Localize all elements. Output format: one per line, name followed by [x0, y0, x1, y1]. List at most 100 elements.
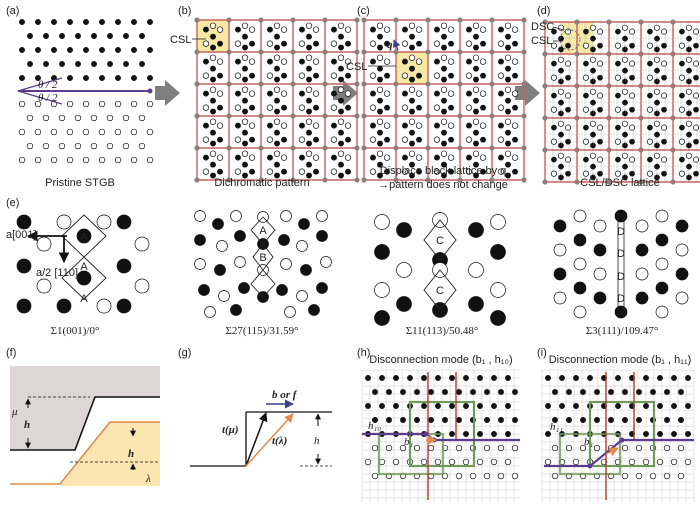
black-atom [647, 124, 653, 131]
white-atom [266, 168, 274, 175]
black-atom [338, 108, 344, 115]
black-atom [147, 47, 153, 53]
black-atom [267, 58, 273, 65]
panel-f: (f) μ h h λ [6, 347, 160, 486]
black-atom [313, 40, 319, 47]
white-atom [628, 92, 636, 99]
vector-t-mu [245, 412, 268, 467]
white-atom [204, 306, 216, 318]
black-atom [448, 136, 454, 143]
csl-node [457, 113, 463, 119]
black-atom [107, 33, 113, 39]
white-atom [678, 138, 686, 145]
black-atom [402, 122, 408, 129]
black-atom [558, 46, 564, 53]
black-atom [545, 431, 551, 437]
white-atom [684, 458, 692, 466]
white-atom [465, 72, 473, 79]
black-atom [299, 154, 305, 161]
black-atom [249, 40, 255, 47]
black-atom [379, 375, 385, 381]
white-atom [635, 267, 649, 281]
csl-node [361, 17, 367, 23]
white-atom [572, 458, 580, 466]
white-atom [146, 100, 154, 108]
panel-a-theta-lower: θ / 2 [38, 92, 58, 104]
white-atom [241, 118, 249, 125]
panel-e-sigma3-units: D D D D [617, 212, 625, 316]
white-atom [66, 156, 74, 164]
panel-h-step-label: h₁₀ [368, 420, 381, 432]
csl-node [194, 177, 200, 183]
black-atom [306, 33, 312, 40]
white-atom [692, 124, 700, 131]
black-atom [421, 403, 427, 409]
black-atom [655, 281, 669, 295]
black-atom [203, 58, 209, 65]
black-atom [583, 92, 589, 99]
black-atom [654, 131, 660, 138]
black-atom [59, 61, 65, 67]
black-atom [306, 140, 312, 147]
black-atom [622, 131, 628, 138]
white-atom [497, 40, 505, 47]
black-atom [661, 170, 667, 177]
black-atom [463, 375, 469, 381]
vector-t-mu-label: t(μ) [222, 424, 239, 436]
csl-node [670, 19, 676, 25]
black-atom [338, 97, 344, 104]
black-atom [434, 90, 440, 97]
black-atom [345, 40, 351, 47]
white-atom [320, 256, 332, 268]
unit-label-a: A [80, 293, 88, 305]
white-atom [202, 104, 210, 111]
black-atom [274, 140, 280, 147]
csl-node [354, 49, 360, 55]
white-atom [266, 136, 274, 143]
black-atom [597, 138, 603, 145]
black-atom [686, 142, 692, 149]
csl-node [489, 49, 495, 55]
white-atom [675, 243, 689, 257]
black-atom [551, 60, 557, 67]
black-atom [505, 44, 511, 51]
black-atom [409, 44, 415, 51]
white-atom [582, 138, 590, 145]
black-atom [473, 76, 479, 83]
white-atom [596, 28, 604, 35]
csl-node [290, 177, 296, 183]
black-atom [99, 75, 105, 81]
white-atom [90, 114, 98, 122]
white-atom [273, 118, 281, 125]
white-atom [589, 24, 597, 31]
white-atom [511, 444, 519, 452]
unit-label-a: A [259, 225, 267, 237]
csl-node [574, 51, 580, 57]
black-atom [498, 154, 504, 161]
black-atom [75, 61, 81, 67]
csl-node [194, 17, 200, 23]
csl-node [194, 145, 200, 151]
white-atom [337, 22, 345, 29]
black-atom [409, 97, 415, 104]
black-atom [210, 140, 216, 147]
white-atom [646, 106, 654, 113]
white-atom [440, 118, 448, 125]
csl-node [457, 177, 463, 183]
white-atom [234, 104, 242, 111]
black-atom [498, 389, 504, 395]
white-atom [511, 58, 519, 65]
white-atom [273, 86, 281, 93]
csl-node [258, 145, 264, 151]
white-atom [330, 40, 338, 47]
black-atom [553, 267, 567, 281]
black-atom [647, 92, 653, 99]
panel-e-caption-1: Σ1(001)/0° [51, 325, 100, 337]
black-atom [583, 124, 589, 131]
black-atom [654, 174, 660, 181]
white-atom [433, 136, 441, 143]
black-atom [281, 40, 287, 47]
csl-node [361, 81, 367, 87]
csl-node [542, 51, 548, 57]
white-atom [248, 122, 256, 129]
